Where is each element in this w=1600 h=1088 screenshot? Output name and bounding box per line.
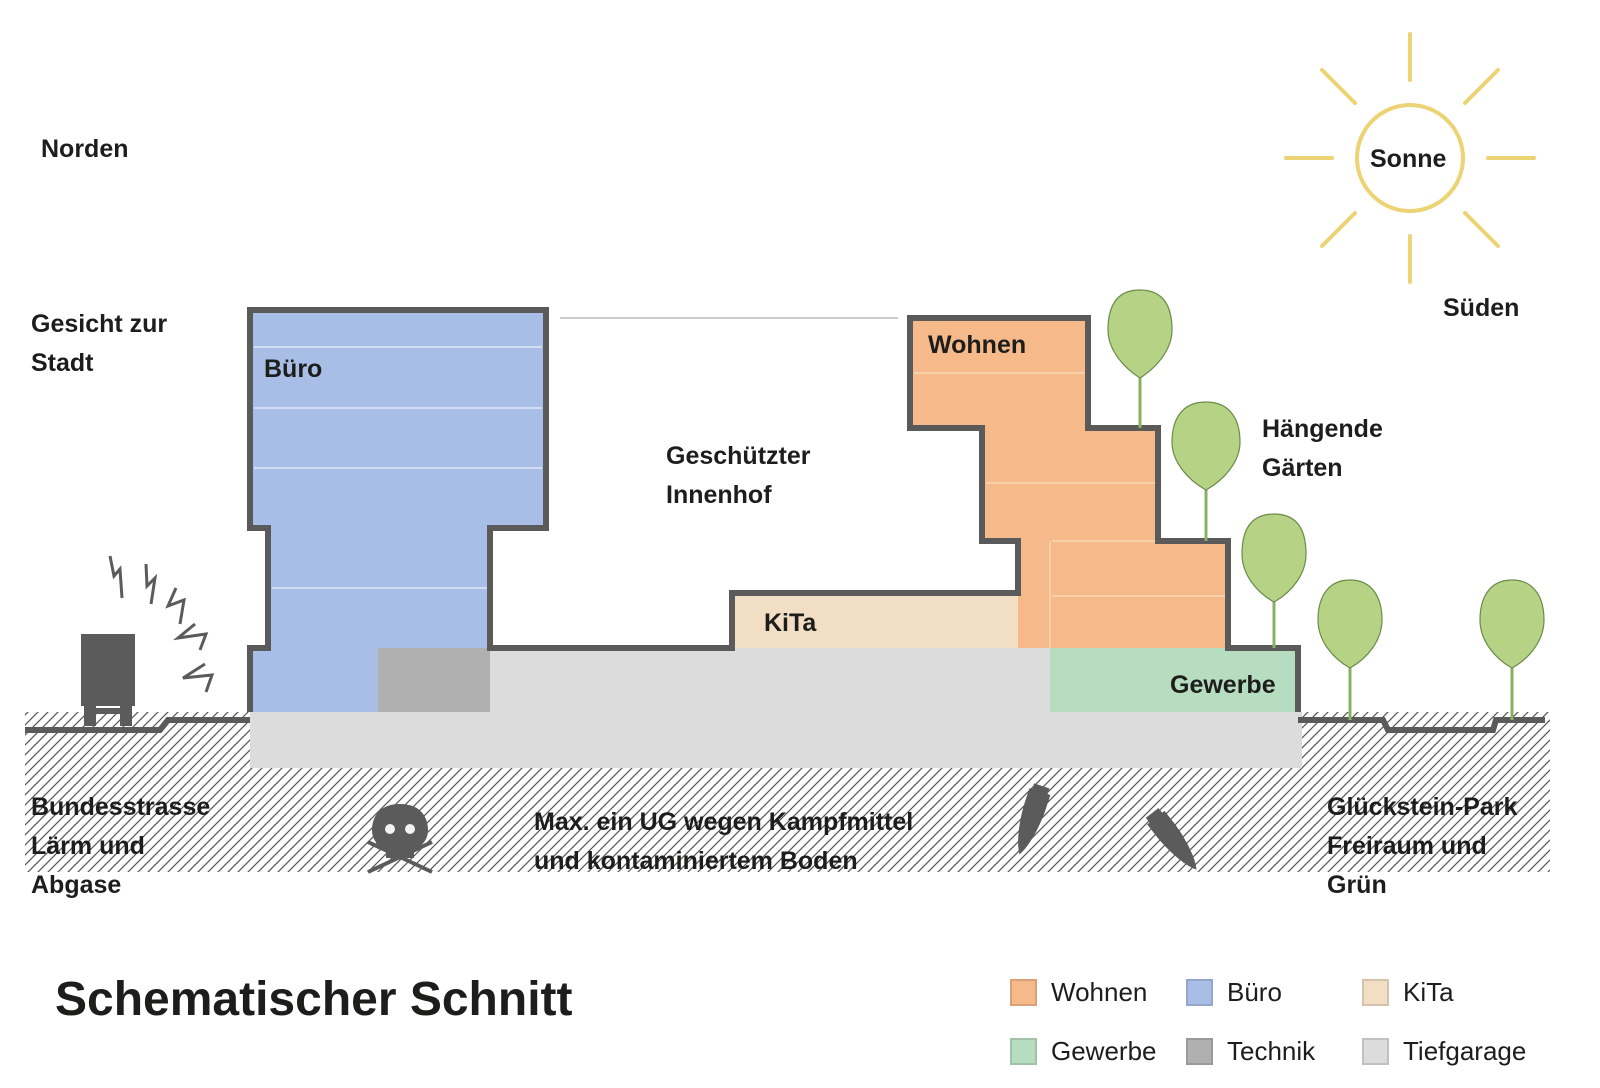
gardens-line-1: Hängende [1262, 415, 1383, 443]
kita-block [732, 593, 1018, 648]
ground-line-2: und kontaminiertem Boden [534, 847, 858, 875]
courtyard-label: Geschützter Innenhof [666, 437, 810, 515]
truck-icon [81, 634, 135, 726]
legend-swatch-kita [1362, 978, 1389, 1006]
tiefgarage-ground-level [490, 648, 1050, 712]
gardens-line-2: Gärten [1262, 454, 1343, 482]
road-line-1: Bundesstrasse [31, 793, 211, 821]
sun-icon [1284, 32, 1536, 284]
buero-block [250, 310, 546, 712]
road-line-3: Abgase [31, 871, 122, 899]
courtyard-line-1: Geschützter [666, 442, 811, 470]
legend-swatch-buero [1186, 978, 1213, 1006]
park-line-1: Glückstein-Park [1327, 793, 1518, 821]
legend-label-kita: KiTa [1403, 976, 1454, 1007]
technik-block [378, 648, 490, 712]
south-label: Süden [1443, 294, 1520, 322]
gewerbe-label: Gewerbe [1170, 671, 1276, 699]
legend-swatch-technik [1186, 1037, 1213, 1065]
tiefgarage-block [250, 712, 1302, 768]
diagram-title: Schematischer Schnitt [55, 973, 573, 1026]
tree-icon [1317, 579, 1383, 720]
gewerbe-block [1050, 648, 1300, 712]
bomb-icon [1018, 783, 1051, 855]
tree-icon [1107, 289, 1173, 428]
courtyard-line-2: Innenhof [666, 481, 772, 509]
legend-label-technik: Technik [1227, 1035, 1316, 1066]
building-outline [247, 307, 1301, 712]
legend-swatch-tiefgarage [1362, 1037, 1389, 1065]
wohnen-label: Wohnen [928, 331, 1027, 359]
wohnen-floor-lines [914, 372, 1226, 648]
buero-floor-lines [254, 346, 542, 589]
legend-label-tiefgarage: Tiefgarage [1403, 1035, 1527, 1066]
legend-swatch-wohnen [1010, 978, 1037, 1006]
road-line-2: Lärm und [31, 832, 145, 860]
bomb-icon [1145, 807, 1197, 870]
legend-item-tiefgarage: Tiefgarage [1362, 1034, 1526, 1068]
lightning-icon [108, 555, 215, 693]
skull-crossbones-icon [367, 804, 433, 874]
tree-icon [1171, 401, 1241, 541]
legend-item-technik: Technik [1186, 1034, 1315, 1068]
legend-swatch-gewerbe [1010, 1037, 1037, 1065]
park-label: Glückstein-Park Freiraum und Grün [1327, 788, 1517, 905]
city-face-label: Gesicht zur Stadt [31, 305, 167, 383]
legend: Wohnen Büro KiTa Gewerbe Technik Tiefgar… [1010, 975, 1590, 1075]
legend-item-gewerbe: Gewerbe [1010, 1034, 1157, 1068]
ground-line [25, 717, 1545, 733]
city-face-line-1: Gesicht zur [31, 310, 168, 338]
legend-item-kita: KiTa [1362, 975, 1454, 1009]
legend-label-wohnen: Wohnen [1051, 976, 1148, 1007]
north-label: Norden [41, 135, 129, 163]
tree-icon [1241, 513, 1307, 648]
sun-label: Sonne [1370, 145, 1447, 173]
gardens-label: Hängende Gärten [1262, 410, 1383, 488]
buero-label: Büro [264, 355, 323, 383]
legend-item-buero: Büro [1186, 975, 1282, 1009]
park-line-2: Freiraum und [1327, 832, 1487, 860]
city-face-line-2: Stadt [31, 349, 94, 377]
tree-icon [1479, 579, 1545, 720]
ground-label: Max. ein UG wegen Kampfmittel und kontam… [534, 803, 913, 881]
ground-line-1: Max. ein UG wegen Kampfmittel [534, 808, 914, 836]
park-line-3: Grün [1327, 871, 1387, 899]
kita-label: KiTa [764, 609, 817, 637]
legend-label-buero: Büro [1227, 976, 1282, 1007]
road-label: Bundesstrasse Lärm und Abgase [31, 788, 210, 905]
legend-item-wohnen: Wohnen [1010, 975, 1147, 1009]
legend-label-gewerbe: Gewerbe [1051, 1035, 1157, 1066]
